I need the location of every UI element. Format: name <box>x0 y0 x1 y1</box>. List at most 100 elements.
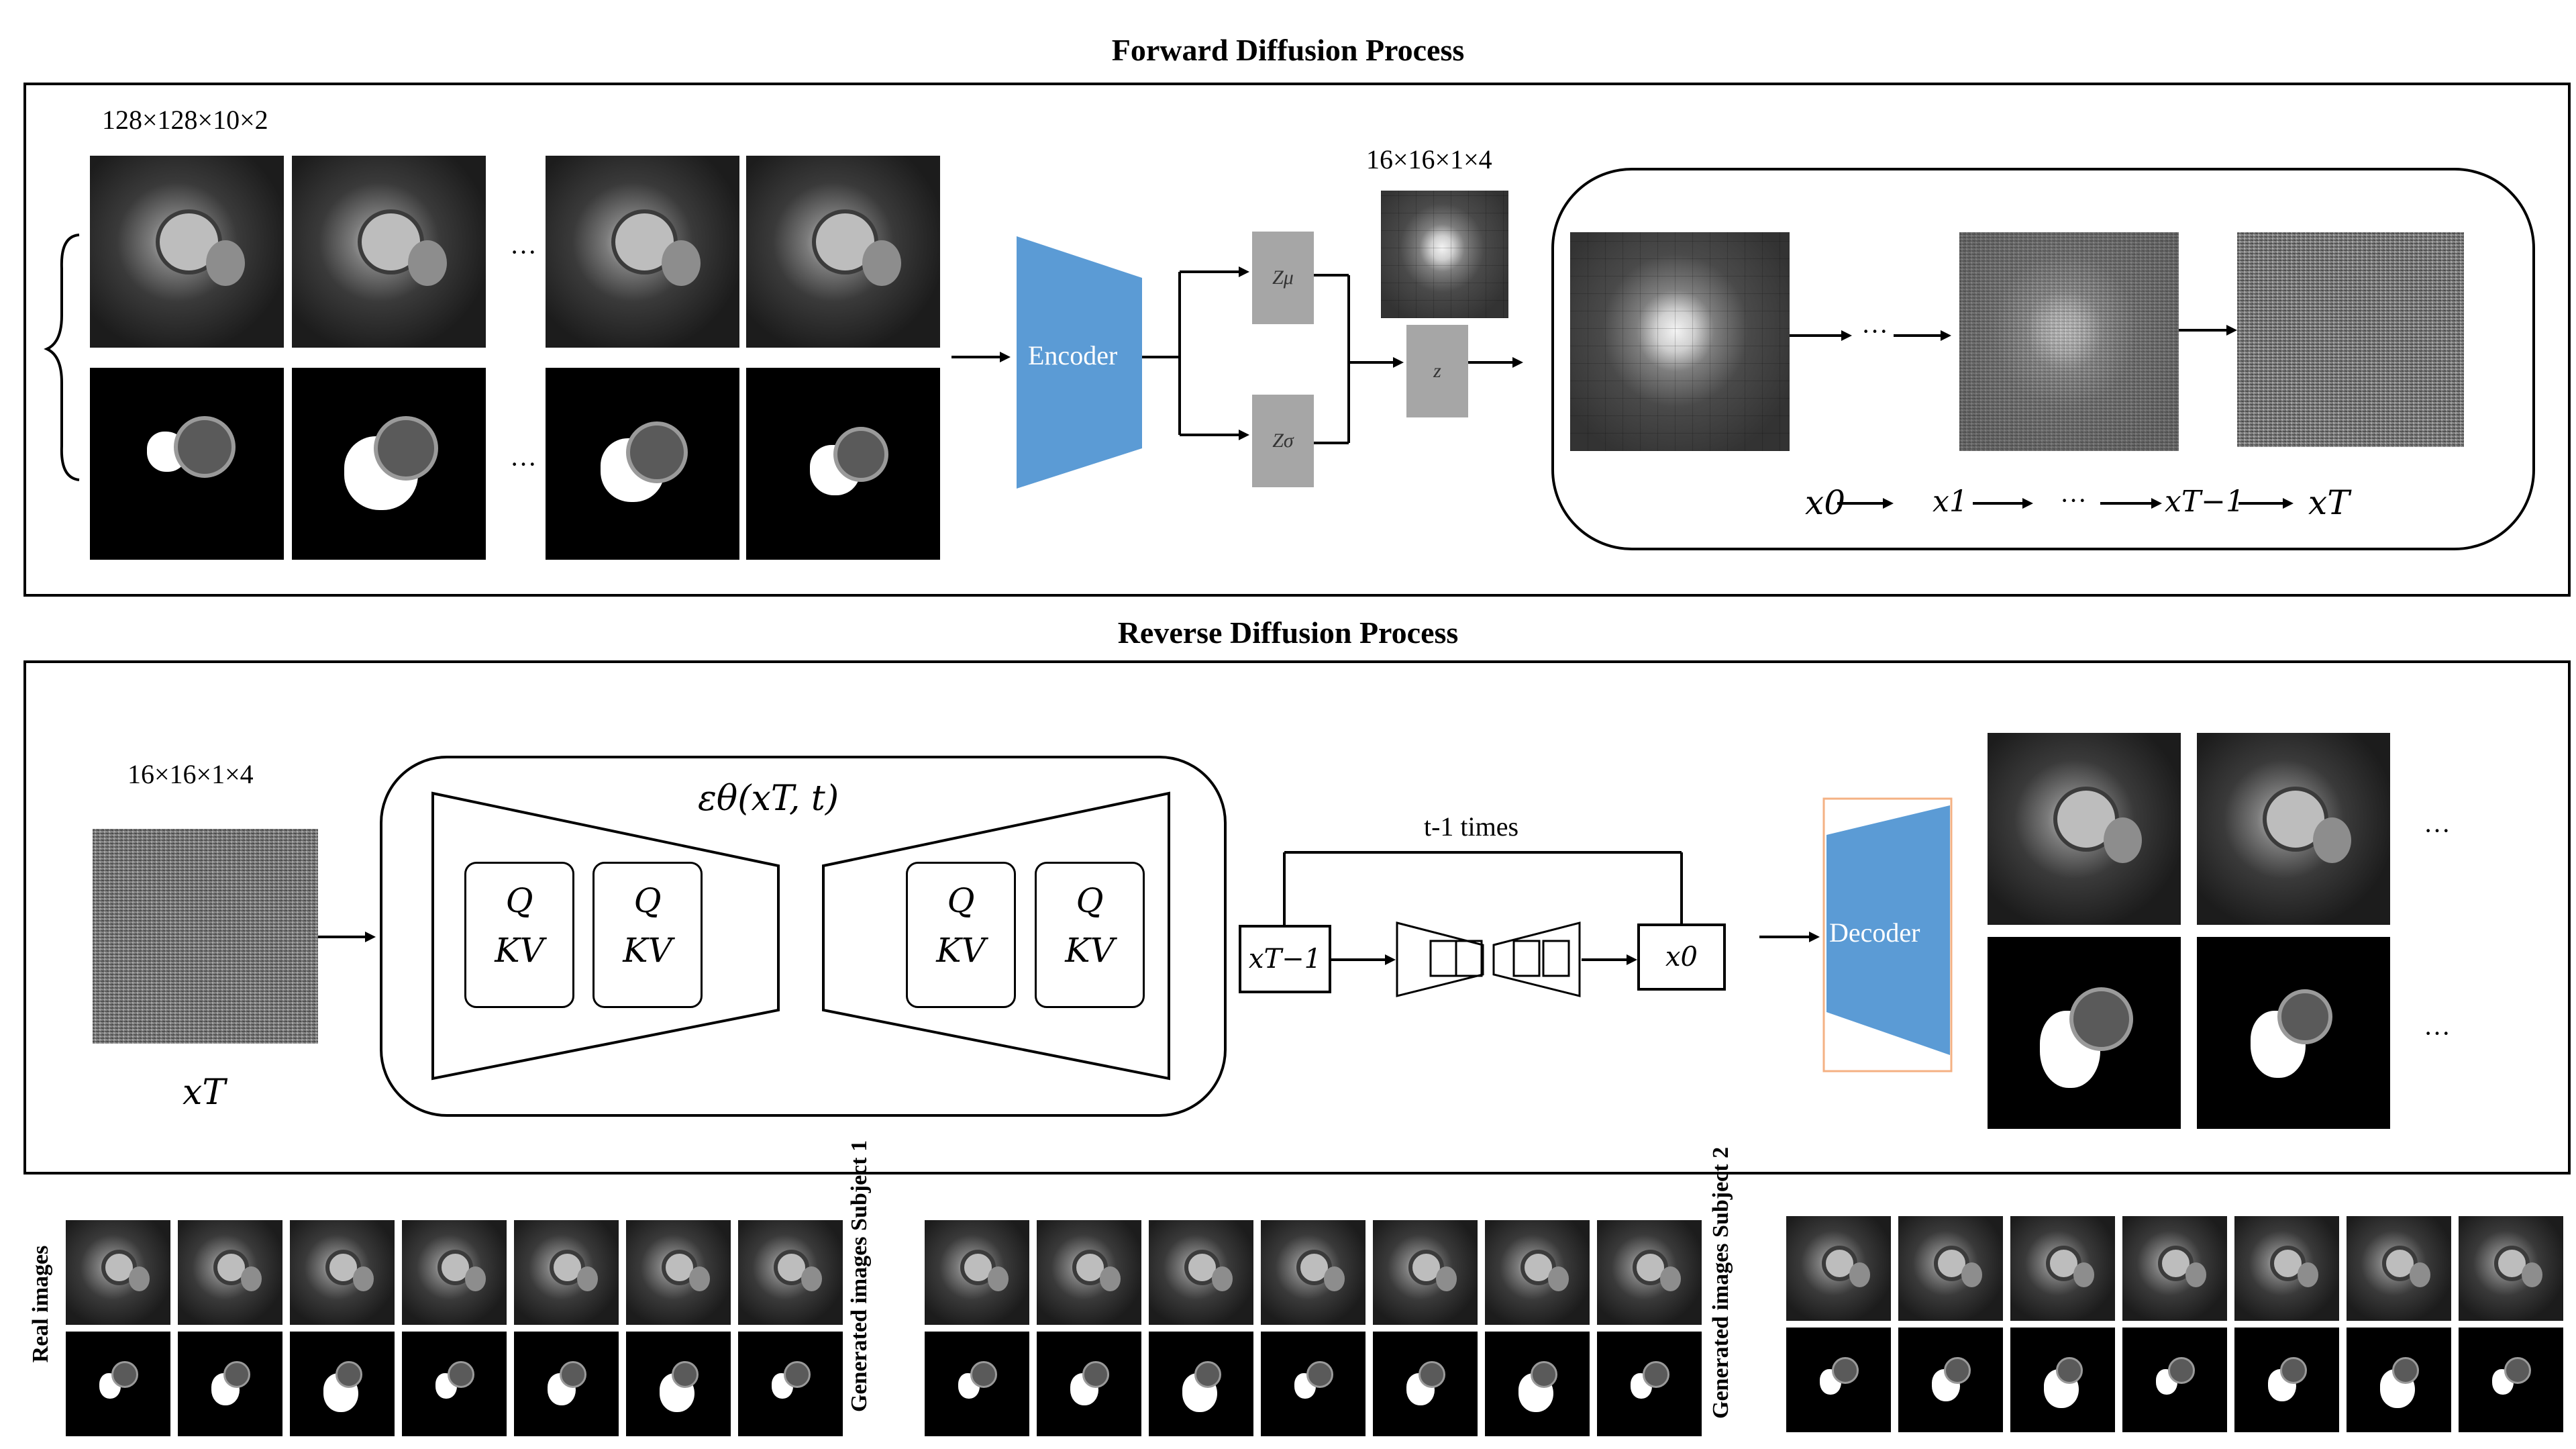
attention-block-2: Q KV <box>593 862 703 1008</box>
generated-subject1-label: Generated images Subject 1 <box>847 1140 872 1412</box>
chain-ellipsis-image: ··· <box>1861 316 1888 346</box>
chain-xT: xT <box>2308 483 2350 522</box>
subject2-thumb-mask-3 <box>2010 1328 2115 1432</box>
real-thumb-mri-1 <box>66 1220 170 1325</box>
real-thumb-mask-2 <box>178 1332 282 1436</box>
input-mri-3 <box>546 156 739 348</box>
real-thumb-mask-6 <box>626 1332 731 1436</box>
real-thumb-mask-3 <box>290 1332 395 1436</box>
attention-block-1: Q KV <box>464 862 574 1008</box>
subject1-thumb-mri-2 <box>1037 1220 1141 1325</box>
noise-shape-label: 16×16×1×4 <box>127 759 254 789</box>
subject1-thumb-mri-1 <box>925 1220 1029 1325</box>
input-mask-1 <box>90 368 284 560</box>
generated-subject2-label: Generated images Subject 2 <box>1708 1146 1733 1419</box>
chain-xT-1: xT−1 <box>2165 485 2245 519</box>
real-thumb-mask-4 <box>402 1332 507 1436</box>
denoiser-label: εθ(xT, t) <box>698 779 839 819</box>
real-thumb-mri-2 <box>178 1220 282 1325</box>
noise-input-image <box>93 829 318 1044</box>
input-mri-4 <box>746 156 940 348</box>
real-images-label: Real images <box>28 1245 53 1363</box>
real-thumb-mri-4 <box>402 1220 507 1325</box>
x0-box: x0 <box>1637 923 1726 991</box>
attention-block-4: Q KV <box>1035 862 1145 1008</box>
generated-mri-1 <box>1988 733 2181 925</box>
reverse-panel <box>23 660 2571 1175</box>
forward-title: Forward Diffusion Process <box>1111 33 1465 67</box>
input-mri-2 <box>292 156 486 348</box>
generated-ellipsis-bottom: ··· <box>2424 1018 2451 1048</box>
subject1-thumb-mri-5 <box>1373 1220 1478 1325</box>
subject1-thumb-mask-7 <box>1597 1332 1702 1436</box>
real-thumb-mask-5 <box>514 1332 619 1436</box>
denoiser-panel <box>380 756 1227 1117</box>
input-ellipsis-top: ··· <box>510 237 537 267</box>
input-mri-1 <box>90 156 284 348</box>
generated-ellipsis-top: ··· <box>2424 815 2451 846</box>
decoder-label: Decoder <box>1829 917 1920 948</box>
input-mask-2 <box>292 368 486 560</box>
generated-mri-2 <box>2197 733 2390 925</box>
real-thumb-mask-1 <box>66 1332 170 1436</box>
attention-q-1: Q <box>505 881 533 920</box>
chain-x0: x0 <box>1805 483 1846 522</box>
attention-q-3: Q <box>947 881 975 920</box>
subject2-thumb-mask-2 <box>1898 1328 2003 1432</box>
attention-q-4: Q <box>1076 881 1104 920</box>
attention-q-2: Q <box>633 881 662 920</box>
x1-noisy-image <box>1959 232 2179 451</box>
subject1-thumb-mask-3 <box>1149 1332 1253 1436</box>
diffusion-chain-panel <box>1551 168 2535 550</box>
subject1-thumb-mri-3 <box>1149 1220 1253 1325</box>
encoder-label: Encoder <box>1028 340 1118 370</box>
generated-mask-1 <box>1988 937 2181 1129</box>
subject1-thumb-mri-4 <box>1261 1220 1366 1325</box>
chain-ellipsis: ··· <box>2060 485 2087 515</box>
subject1-thumb-mask-5 <box>1373 1332 1478 1436</box>
attention-kv-3: KV <box>936 931 986 970</box>
real-thumb-mri-5 <box>514 1220 619 1325</box>
real-thumb-mask-7 <box>738 1332 843 1436</box>
input-mask-3 <box>546 368 739 560</box>
input-shape-label: 128×128×10×2 <box>102 105 268 135</box>
attention-block-3: Q KV <box>906 862 1016 1008</box>
real-thumb-mri-7 <box>738 1220 843 1325</box>
subject2-thumb-mri-7 <box>2459 1216 2563 1321</box>
noise-input-label: xT <box>183 1072 226 1113</box>
chain-x1: x1 <box>1933 485 1968 519</box>
subject2-thumb-mask-1 <box>1786 1328 1891 1432</box>
subject1-thumb-mri-7 <box>1597 1220 1702 1325</box>
xT-1-box: xT−1 <box>1239 925 1331 993</box>
x0-image <box>1570 232 1790 451</box>
real-thumb-mri-6 <box>626 1220 731 1325</box>
subject2-thumb-mri-3 <box>2010 1216 2115 1321</box>
subject2-thumb-mri-1 <box>1786 1216 1891 1321</box>
subject2-thumb-mask-4 <box>2122 1328 2227 1432</box>
subject1-thumb-mask-6 <box>1485 1332 1590 1436</box>
attention-kv-4: KV <box>1065 931 1115 970</box>
subject1-thumb-mask-2 <box>1037 1332 1141 1436</box>
subject2-thumb-mask-6 <box>2347 1328 2451 1432</box>
reverse-title: Reverse Diffusion Process <box>1117 615 1459 650</box>
xT-noise-image <box>2237 232 2464 447</box>
z-mu-box: Zμ <box>1252 232 1314 324</box>
subject2-thumb-mri-6 <box>2347 1216 2451 1321</box>
generated-mask-2 <box>2197 937 2390 1129</box>
subject2-thumb-mri-2 <box>1898 1216 2003 1321</box>
subject1-thumb-mask-4 <box>1261 1332 1366 1436</box>
real-thumb-mri-3 <box>290 1220 395 1325</box>
attention-kv-2: KV <box>623 931 672 970</box>
z-sigma-box: Zσ <box>1252 395 1314 487</box>
forward-panel <box>23 83 2571 597</box>
input-ellipsis-bottom: ··· <box>510 449 537 479</box>
subject1-thumb-mask-1 <box>925 1332 1029 1436</box>
z-box: z <box>1406 325 1468 417</box>
subject2-thumb-mask-5 <box>2234 1328 2339 1432</box>
latent-shape-label: 16×16×1×4 <box>1366 144 1492 174</box>
subject1-thumb-mri-6 <box>1485 1220 1590 1325</box>
input-mask-4 <box>746 368 940 560</box>
attention-kv-1: KV <box>495 931 544 970</box>
